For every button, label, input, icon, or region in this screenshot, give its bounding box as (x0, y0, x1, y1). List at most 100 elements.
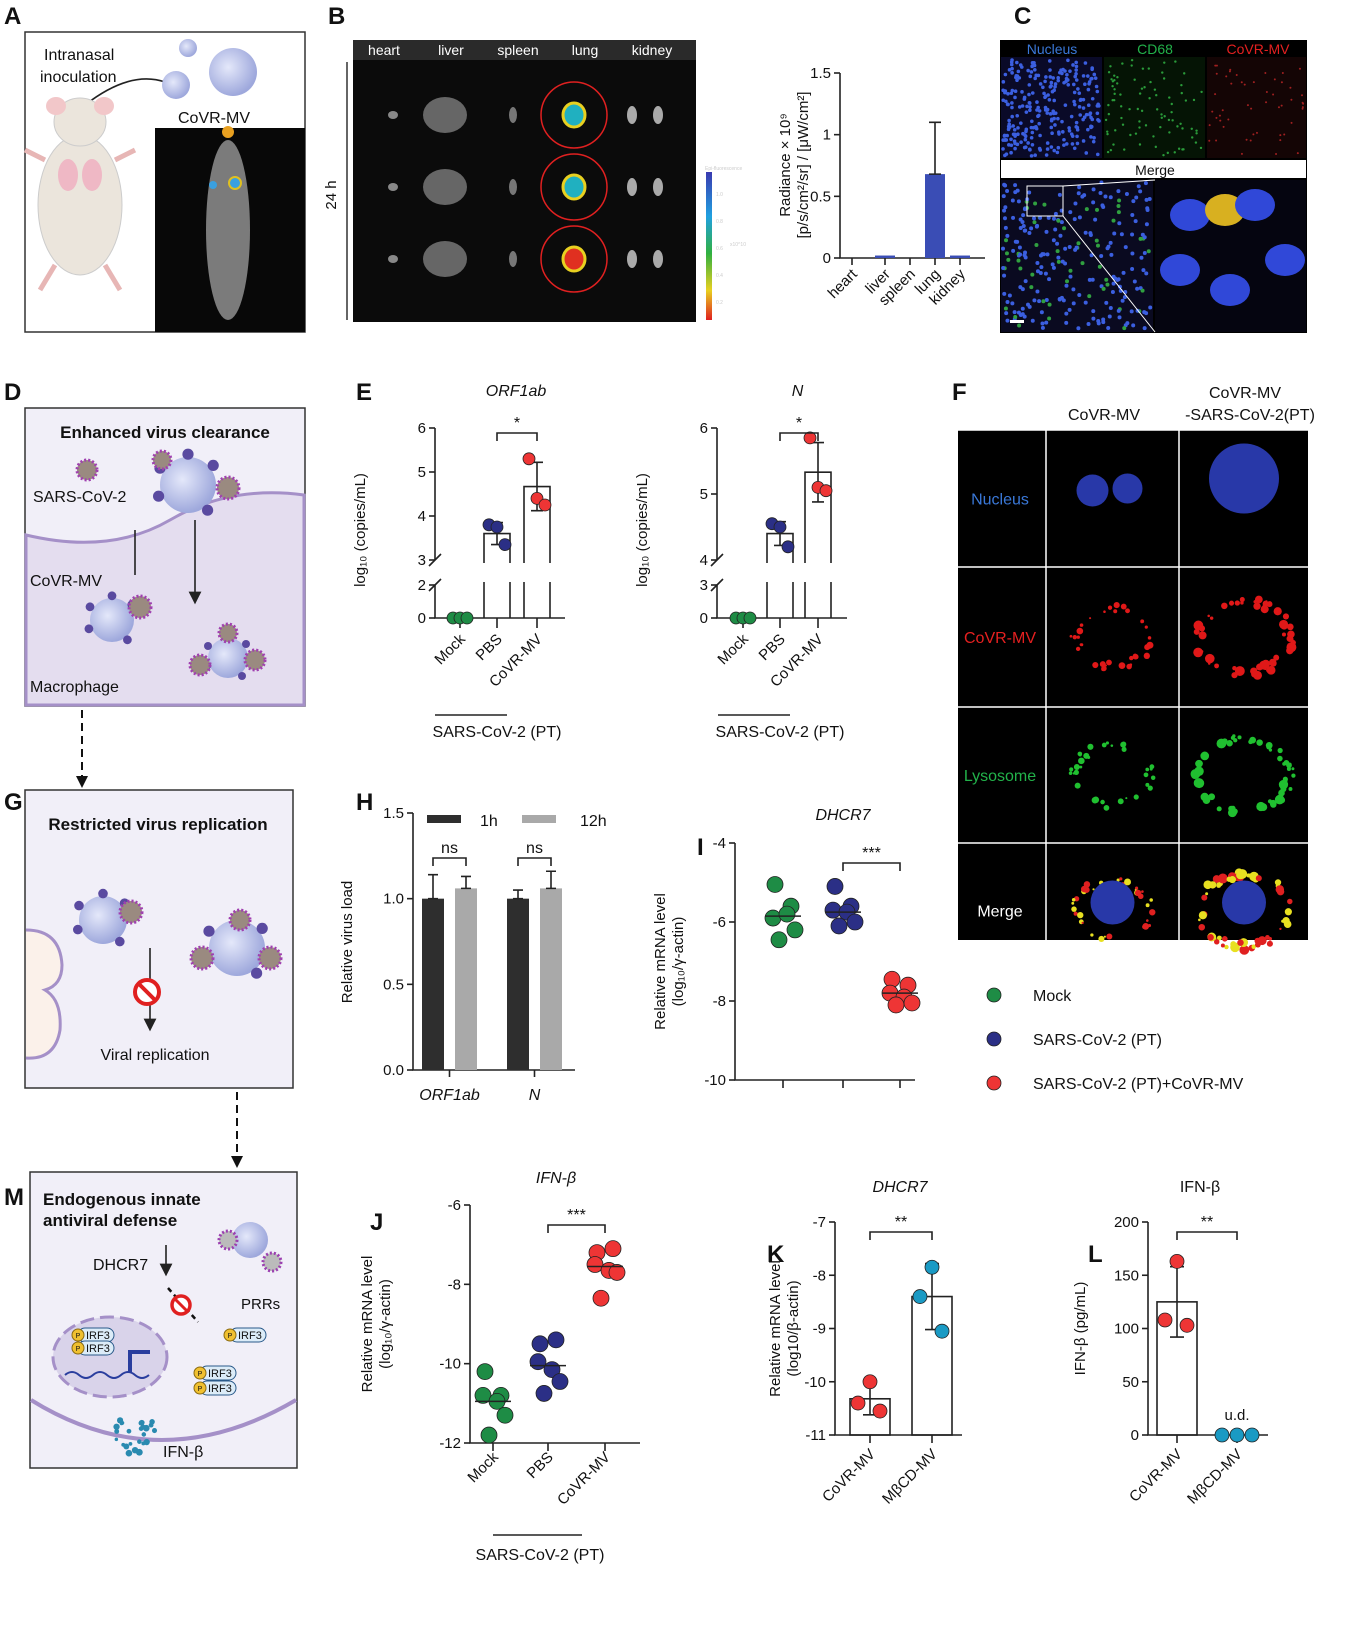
vesicle-stain (1068, 771, 1073, 775)
vesicle-stain (1221, 936, 1228, 942)
vesicle-stain (1119, 877, 1123, 881)
nucleus-dot (1070, 142, 1075, 146)
vesicle-stain (1149, 767, 1153, 771)
merge-dot (1145, 208, 1150, 213)
vesicle-stain (1087, 755, 1091, 760)
merge-dot (1015, 239, 1020, 244)
data-point (1157, 1312, 1173, 1328)
panel-label-c: C (1014, 3, 1031, 30)
y-axis-label: Relative mRNA level (767, 1260, 784, 1397)
vesicle-stain (1216, 806, 1222, 812)
ifn-beta-dot (141, 1441, 146, 1446)
vesicle-stain (1071, 901, 1075, 905)
merge-dot (1023, 255, 1028, 260)
cd68-dot (1120, 116, 1123, 120)
cd68-dot (1111, 84, 1114, 88)
merge-dot (1037, 299, 1042, 304)
panel-label-m: M (4, 1184, 24, 1211)
merge-dot (1099, 253, 1104, 258)
data-point (770, 931, 788, 949)
covr-dot (1289, 86, 1292, 89)
nucleus-dot (1092, 72, 1097, 77)
vesicle-stain (1282, 776, 1288, 782)
merge-dot (1043, 271, 1048, 276)
significance-bracket (547, 1224, 606, 1233)
vesicle-stain (1256, 663, 1264, 671)
vesicle-stain (1089, 617, 1092, 620)
merge-dot (1027, 304, 1032, 309)
x-tick-label: MβCD-MV (1184, 1446, 1246, 1508)
nucleus-dot (1028, 148, 1032, 152)
merge-dot (1071, 287, 1076, 292)
vesicle-stain (1266, 666, 1273, 674)
nucleus-dot (1005, 102, 1010, 107)
y-axis-label: log₁₀ (copies/mL) (634, 473, 651, 587)
nucleus-dot (1017, 105, 1022, 109)
y-tick-label: 0.0 (383, 1062, 404, 1079)
nucleus-dot (1027, 100, 1032, 105)
lung-highlight-circle (540, 153, 608, 221)
nucleus-dot (1053, 82, 1058, 86)
covr-dot (1215, 139, 1218, 142)
vesicle-stain (1255, 875, 1262, 882)
merge-dot (1005, 188, 1010, 193)
vesicle-stain (1073, 911, 1078, 916)
merge-dot (1131, 199, 1136, 204)
data-point (781, 540, 795, 554)
nucleus-dot (1048, 112, 1053, 116)
y-tick-label: -4 (713, 835, 726, 852)
merge-dot (1141, 268, 1146, 273)
vesicle-stain (1073, 769, 1079, 776)
heart-sample (388, 183, 398, 191)
cd68-dot (1167, 118, 1171, 122)
cd68-dot (1123, 148, 1126, 151)
data-point (830, 917, 848, 935)
merge-dot (1060, 259, 1065, 264)
vesicle-stain (1113, 602, 1120, 609)
nucleus-dot (1081, 74, 1086, 78)
phosphate-icon (223, 1328, 237, 1342)
data-point (538, 498, 552, 512)
merge-dot (1083, 300, 1088, 305)
vesicle-stain (1231, 808, 1238, 815)
nucleus-dot (1013, 141, 1017, 146)
nucleus-dot (1029, 154, 1034, 158)
merge-dot (1021, 223, 1026, 228)
cd68-dot (1163, 61, 1166, 64)
merge-dot (1104, 277, 1109, 282)
vesicle-stain (1273, 654, 1280, 661)
nucleus-dot (1038, 148, 1043, 152)
cd68-dot (1138, 92, 1142, 95)
error-bar (461, 875, 471, 890)
time-label: 24 h (323, 180, 340, 209)
panel-label-k: K (767, 1241, 785, 1268)
covr-dot (1215, 72, 1218, 75)
nucleus-dot (1065, 72, 1069, 77)
axis (1147, 1222, 1268, 1436)
y-tick-label: 5 (700, 486, 708, 503)
nucleus-dot (1007, 143, 1011, 147)
merge-dot (1086, 322, 1091, 327)
irf3-label: IRF3 (208, 1383, 232, 1395)
merge-dot (1051, 238, 1056, 243)
axis (734, 843, 915, 1081)
nucleus-dot (1009, 150, 1013, 155)
vesicle-stain (1207, 614, 1210, 618)
x-tick-label: MβCD-MV (879, 1446, 941, 1508)
phosphate-label: P (198, 1371, 203, 1378)
vesicle-stain (1277, 747, 1283, 754)
merge-dot (1131, 323, 1136, 328)
viral-replication-label: Viral replication (100, 1047, 209, 1064)
vesicle-stain (1246, 873, 1251, 878)
nucleus-dot (1029, 135, 1034, 140)
y-tick-label: -8 (448, 1276, 461, 1293)
merge-dot (1116, 203, 1121, 208)
merge-dot (1068, 274, 1073, 279)
cd68-dot (1152, 135, 1155, 138)
vesicle-stain (1279, 927, 1282, 931)
cd68-dot (1104, 118, 1108, 122)
ifn-beta-dot (113, 1423, 120, 1430)
nucleus-dot (1095, 152, 1100, 157)
merge-dot (1105, 282, 1110, 287)
vesicle-stain (1224, 944, 1229, 950)
